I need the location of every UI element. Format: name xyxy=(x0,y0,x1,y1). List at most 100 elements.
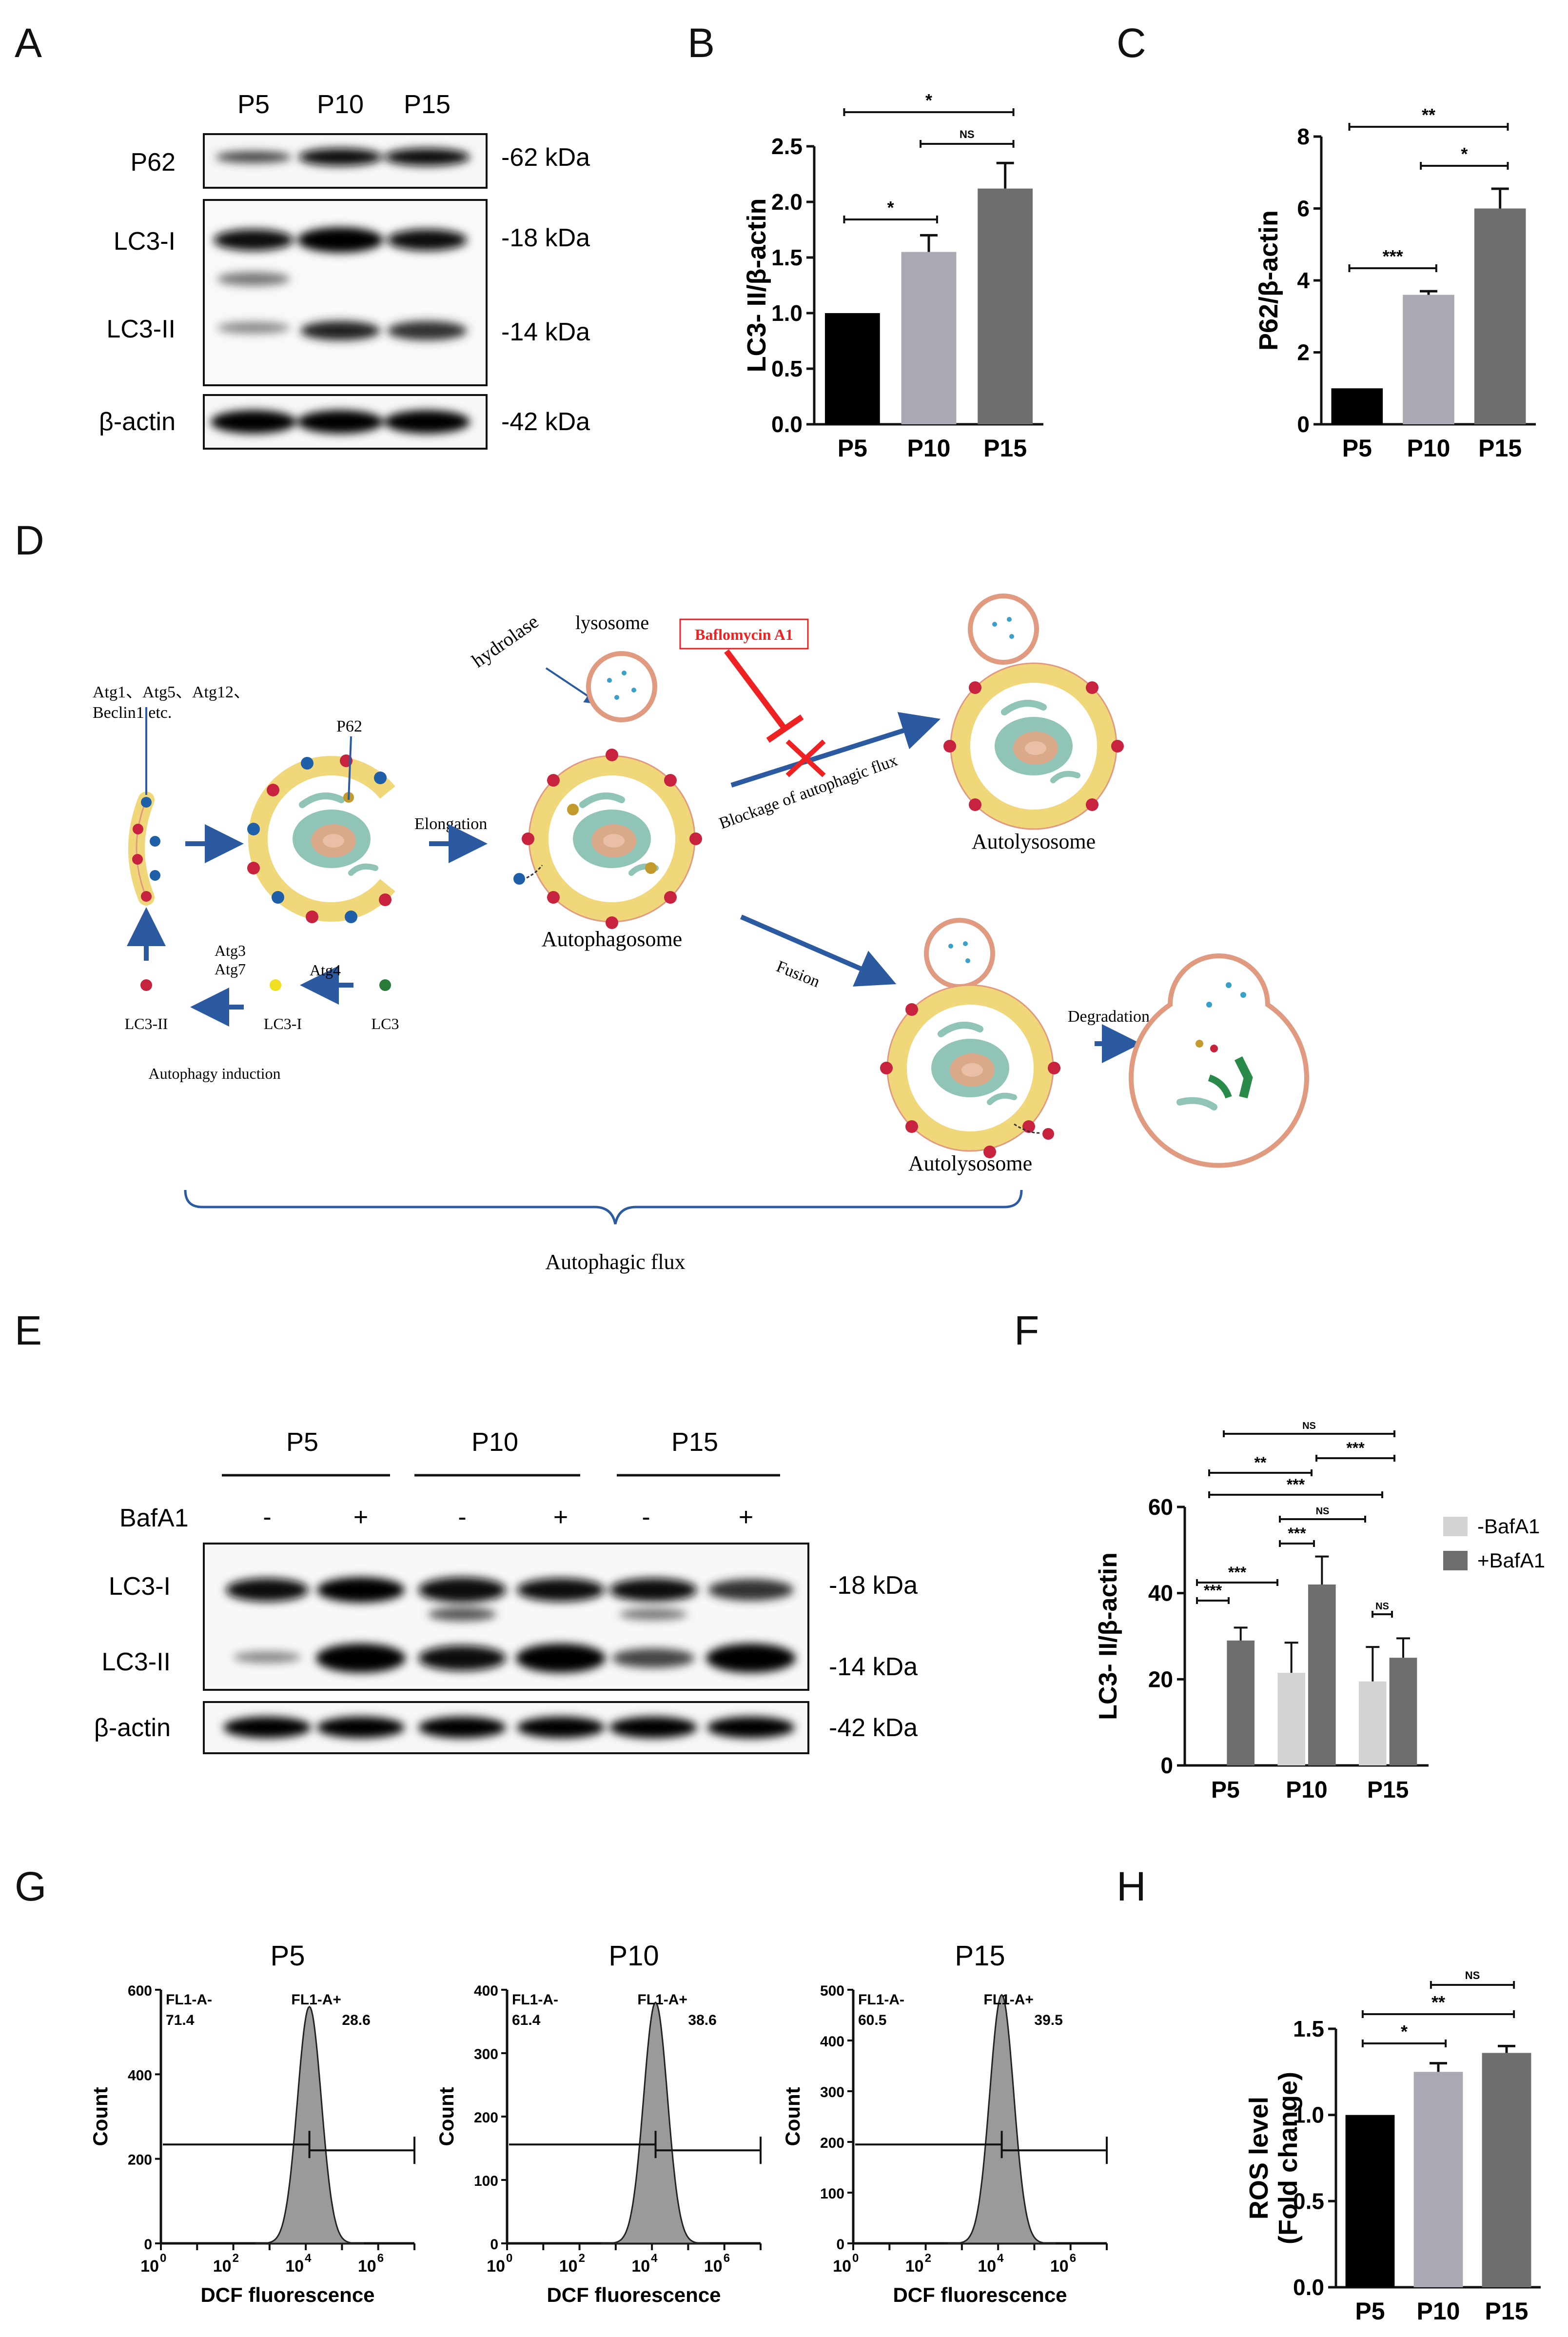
significance-label: NS xyxy=(960,128,975,140)
x-tick-base: 10 xyxy=(559,2257,578,2276)
kda-label: -18 kDa xyxy=(829,1571,918,1600)
y-tick-label: 0 xyxy=(1297,412,1310,437)
x-tick-label: P5 xyxy=(1211,1777,1240,1803)
x-tick-label: P15 xyxy=(1485,2297,1529,2325)
gate-pos-label: FL1-A+ xyxy=(637,1992,687,2008)
lc3ii-label: LC3-II xyxy=(125,1015,168,1032)
x-axis-label: DCF fluorescence xyxy=(200,2283,374,2306)
legend-label: +BafA1 xyxy=(1477,1549,1545,1572)
significance-label: NS xyxy=(1302,1421,1316,1431)
panel-letter-f: F xyxy=(1014,1307,1039,1353)
group-label: P15 xyxy=(671,1427,718,1457)
histogram-area xyxy=(947,1994,1056,2244)
gate-pos-label: FL1-A+ xyxy=(983,1992,1034,2008)
bar xyxy=(1227,1640,1254,1765)
fusion-label: Fusion xyxy=(774,957,823,991)
significance-label: * xyxy=(887,198,894,218)
x-tick-label: P15 xyxy=(983,435,1027,462)
protein-label: LC3-I xyxy=(109,1572,171,1601)
x-tick-base: 10 xyxy=(631,2257,650,2276)
autophagosome xyxy=(522,749,702,929)
bar xyxy=(1331,388,1383,424)
gate-pos-value: 39.5 xyxy=(1034,2012,1062,2028)
panel-letter-e: E xyxy=(15,1307,42,1353)
x-tick-base: 10 xyxy=(487,2257,505,2276)
kda-label: -14 kDa xyxy=(829,1653,918,1681)
significance-label: *** xyxy=(1288,1525,1306,1542)
y-tick-label: 300 xyxy=(474,2046,498,2062)
y-tick-label: 0.5 xyxy=(771,356,803,381)
x-tick-exponent: 6 xyxy=(1070,2252,1076,2265)
bar xyxy=(1474,208,1526,424)
y-axis-label: P62/β-actin xyxy=(1254,210,1283,351)
histogram-area xyxy=(255,2005,364,2244)
lane-label: P5 xyxy=(237,90,270,119)
y-axis-label: ROS level xyxy=(1248,2097,1274,2219)
significance-label: ** xyxy=(1422,105,1435,125)
significance-label: *** xyxy=(1287,1476,1305,1493)
y-tick-label: 0 xyxy=(490,2237,498,2253)
protein-label: β-actin xyxy=(94,1714,171,1742)
y-axis-label: LC3- II/β-actin xyxy=(742,198,771,373)
x-tick-base: 10 xyxy=(704,2257,723,2276)
autolysosome-blocked xyxy=(943,662,1124,830)
lysosome xyxy=(586,651,657,722)
y-tick-label: 0 xyxy=(836,2237,844,2253)
y-tick-label: 0.5 xyxy=(1293,2188,1324,2214)
x-tick-label: P15 xyxy=(1478,435,1522,462)
gate-pos-value: 28.6 xyxy=(342,2012,370,2028)
y-tick-label: 1.0 xyxy=(771,300,803,326)
x-tick-base: 10 xyxy=(285,2257,304,2276)
x-tick-base: 10 xyxy=(358,2257,376,2276)
bar xyxy=(1413,2072,1463,2287)
y-axis-label: Count xyxy=(435,2087,458,2146)
treatment-sign: - xyxy=(458,1503,466,1531)
histogram-area xyxy=(601,2001,710,2244)
bar xyxy=(1345,2115,1395,2287)
significance-label: * xyxy=(1461,144,1468,164)
gate-neg-label: FL1-A- xyxy=(858,1992,904,2008)
kda-label: -42 kDa xyxy=(829,1714,918,1742)
significance-label: * xyxy=(1401,2021,1408,2041)
y-tick-label: 40 xyxy=(1148,1581,1173,1606)
y-tick-label: 8 xyxy=(1297,124,1310,149)
x-tick-exponent: 6 xyxy=(724,2252,730,2265)
western-blot-e: P5 P10 P15 BafA1 - + - + - + LC3-I LC3-I… xyxy=(94,1427,918,1754)
y-tick-label: 4 xyxy=(1297,268,1310,293)
y-axis-label: Count xyxy=(89,2087,112,2146)
significance-label: NS xyxy=(1375,1601,1389,1612)
western-blot-a: P5 P10 P15 P62 LC3-I LC3-II β-actin -62 … xyxy=(99,90,590,450)
x-tick-base: 10 xyxy=(833,2257,851,2276)
gate-neg-label: FL1-A- xyxy=(512,1992,558,2008)
x-tick-exponent: 4 xyxy=(651,2252,658,2265)
significance-label: * xyxy=(925,90,932,110)
panel-letter-c: C xyxy=(1117,20,1146,66)
atg-list: Atg1、Atg5、Atg12、 xyxy=(93,683,250,701)
x-tick-label: P5 xyxy=(838,435,867,462)
treatment-sign: + xyxy=(553,1503,568,1531)
blot-membrane-lc3-e xyxy=(203,1543,809,1691)
significance-label: *** xyxy=(1383,246,1403,266)
degradation-vesicle xyxy=(1129,953,1309,1168)
treatment-sign: - xyxy=(263,1503,271,1531)
y-tick-label: 2.5 xyxy=(771,134,803,159)
histogram-title: P5 xyxy=(271,1940,305,1972)
x-tick-label: P10 xyxy=(1286,1777,1327,1803)
protein-label: P62 xyxy=(130,148,176,177)
x-tick-label: P10 xyxy=(1407,435,1450,462)
isolation-membrane xyxy=(247,754,395,923)
protein-label: LC3-II xyxy=(106,315,176,343)
kda-label: -14 kDa xyxy=(501,318,590,346)
induction-label: Autophagy induction xyxy=(148,1065,280,1082)
y-tick-label: 0.0 xyxy=(771,412,803,437)
kda-label: -18 kDa xyxy=(501,224,590,252)
x-tick-label: P5 xyxy=(1342,435,1372,462)
y-tick-label: 100 xyxy=(474,2173,498,2189)
gate-pos-label: FL1-A+ xyxy=(291,1992,341,2008)
y-axis-label: LC3- II/β-actin xyxy=(1094,1552,1122,1720)
y-axis-label-2: (Fold change) xyxy=(1274,2072,1303,2244)
significance-label: *** xyxy=(1346,1439,1365,1457)
